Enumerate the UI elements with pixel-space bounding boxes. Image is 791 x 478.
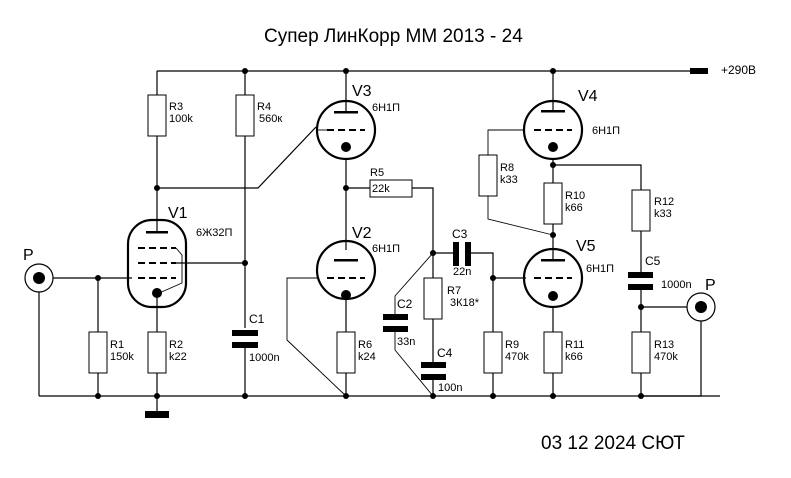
- tube-v5: [522, 247, 584, 332]
- resistor-r7: [423, 253, 443, 362]
- resistor-r9-value: 470k: [505, 351, 529, 363]
- input-connector-label: P: [23, 247, 34, 264]
- capacitor-c4: [421, 362, 446, 396]
- tube-v2-type: 6Н1П: [372, 243, 400, 255]
- capacitor-c2-ref: C2: [397, 297, 413, 311]
- resistor-r8: [478, 154, 554, 236]
- resistor-r11: [543, 331, 563, 396]
- input-connector[interactable]: [24, 263, 132, 396]
- resistor-r9-ref: R9: [505, 339, 519, 351]
- capacitor-c1-ref: C1: [249, 312, 265, 326]
- resistor-r10-value: k66: [565, 202, 583, 214]
- resistor-r8-value: k33: [500, 174, 518, 186]
- ground-symbol-icon: [145, 411, 169, 418]
- capacitor-c2: [383, 252, 434, 397]
- resistor-r9: [483, 275, 526, 396]
- tube-v3: [315, 71, 377, 250]
- resistor-r4-value: 560к: [259, 113, 282, 125]
- capacitor-c3-ref: C3: [452, 227, 468, 241]
- resistor-r2: [147, 331, 167, 396]
- resistor-r6-value: k24: [358, 351, 376, 363]
- capacitor-c1: [232, 330, 258, 396]
- resistor-r3-ref: R3: [169, 101, 183, 113]
- resistor-r12-value: k33: [654, 208, 672, 220]
- resistor-r13: [631, 331, 651, 396]
- resistor-r11-ref: R11: [565, 339, 584, 351]
- output-connector-label: P: [705, 277, 716, 294]
- capacitor-c1-value: 1000n: [249, 352, 280, 364]
- resistor-r1-value: 150k: [110, 351, 134, 363]
- tube-v2-ref: V2: [352, 225, 372, 242]
- tube-v4: [487, 71, 642, 190]
- resistor-r4: [235, 71, 255, 328]
- resistor-r12-ref: R12: [654, 196, 674, 208]
- capacitor-c5-value: 1000n: [661, 279, 692, 291]
- resistor-r12: [631, 189, 651, 272]
- tube-v5-ref: V5: [576, 238, 596, 255]
- ground-rail: [39, 393, 720, 411]
- resistor-r13-ref: R13: [654, 339, 674, 351]
- resistor-r1: [88, 278, 108, 396]
- resistor-r2-value: k22: [169, 351, 187, 363]
- resistor-r8-ref: R8: [500, 162, 514, 174]
- resistor-r5-ref: R5: [370, 167, 384, 179]
- resistor-r11-value: k66: [565, 351, 583, 363]
- tube-v3-type: 6Н1П: [372, 102, 400, 114]
- resistor-r4-ref: R4: [257, 101, 271, 113]
- capacitor-c2-value: 33n: [397, 336, 415, 348]
- tube-v4-ref: V4: [578, 88, 598, 105]
- schematic-date-author: 03 12 2024 СЮТ: [541, 433, 685, 454]
- resistor-r6-ref: R6: [358, 339, 372, 351]
- supply-rail: [157, 68, 708, 74]
- resistor-r7-value: 3К18*: [450, 297, 480, 309]
- tube-v5-type: 6Н1П: [586, 263, 614, 275]
- capacitor-c3-value: 22n: [453, 266, 471, 278]
- supply-voltage-label: +290В: [721, 63, 756, 77]
- tube-v4-type: 6Н1П: [592, 125, 620, 137]
- resistor-r5-value: 22k: [372, 183, 390, 195]
- resistor-r10: [543, 182, 563, 260]
- resistor-r3: [147, 71, 317, 190]
- resistor-r6: [336, 331, 356, 396]
- resistor-r13-value: 470k: [654, 351, 678, 363]
- resistor-r10-ref: R10: [565, 190, 585, 202]
- resistor-r3-value: 100k: [169, 113, 193, 125]
- tube-v2: [286, 239, 377, 397]
- capacitor-c5-ref: C5: [645, 254, 661, 268]
- capacitor-c3: [433, 242, 494, 278]
- capacitor-c4-ref: C4: [437, 346, 453, 360]
- capacitor-c4-value: 100n: [438, 382, 462, 394]
- capacitor-c5: [628, 272, 653, 332]
- tube-v1-type: 6Ж32П: [196, 227, 233, 239]
- tube-v1-ref: V1: [168, 205, 188, 222]
- tube-v1: [126, 185, 245, 332]
- resistor-r5: [346, 179, 434, 253]
- resistor-r1-ref: R1: [110, 339, 124, 351]
- schematic-title: Супер ЛинКорр ММ 2013 - 24: [264, 26, 523, 47]
- resistor-r2-ref: R2: [169, 339, 183, 351]
- resistor-r7-ref: R7: [447, 285, 461, 297]
- tube-v3-ref: V3: [352, 83, 372, 100]
- output-connector[interactable]: [641, 292, 716, 397]
